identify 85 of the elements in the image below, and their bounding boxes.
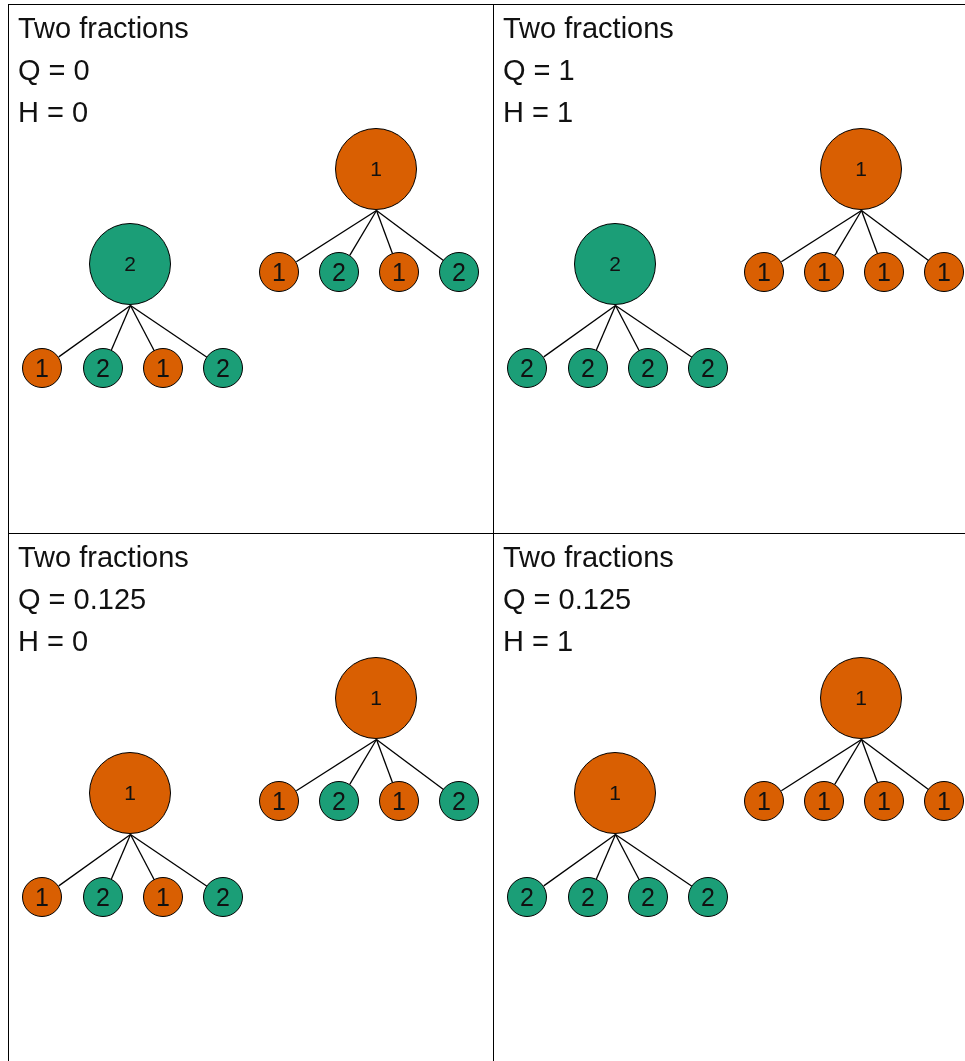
- tree-line: [860, 738, 879, 784]
- tree-line: [110, 833, 132, 880]
- child-circle: 1: [379, 252, 419, 292]
- tree-line: [595, 304, 617, 351]
- child-circle: 1: [22, 348, 62, 388]
- tree-line: [860, 209, 879, 255]
- child-circle: 1: [804, 252, 844, 292]
- panel-title: Two fractions: [503, 11, 674, 45]
- tree-line: [295, 209, 378, 263]
- parent-circle: 1: [820, 128, 902, 210]
- tree-line: [834, 738, 863, 785]
- child-circle: 2: [507, 877, 547, 917]
- child-circle: 1: [744, 252, 784, 292]
- tree-line: [614, 833, 640, 881]
- tree-line: [860, 209, 930, 262]
- child-circle: 2: [319, 252, 359, 292]
- tree-line: [110, 304, 132, 351]
- child-circle: 2: [628, 877, 668, 917]
- child-circle: 2: [83, 877, 123, 917]
- tree-line: [780, 738, 863, 792]
- tree-line: [58, 304, 132, 358]
- child-circle: 1: [744, 781, 784, 821]
- panel: [8, 4, 494, 534]
- tree-line: [375, 738, 394, 784]
- child-circle: 2: [319, 781, 359, 821]
- child-circle: 1: [143, 877, 183, 917]
- child-circle: 2: [688, 877, 728, 917]
- child-circle: 1: [259, 252, 299, 292]
- child-circle: 2: [439, 781, 479, 821]
- tree-line: [295, 738, 378, 792]
- child-circle: 1: [22, 877, 62, 917]
- tree-line: [129, 833, 208, 887]
- h-value-text: H = 0: [18, 95, 89, 129]
- child-circle: 1: [379, 781, 419, 821]
- parent-circle: 1: [820, 657, 902, 739]
- tree-line: [614, 833, 693, 887]
- child-circle: 1: [924, 781, 964, 821]
- child-circle: 2: [203, 348, 243, 388]
- h-value-text: H = 1: [503, 624, 574, 658]
- tree-line: [860, 738, 930, 791]
- tree-line: [129, 304, 155, 352]
- tree-line: [375, 738, 445, 791]
- panel-title: Two fractions: [18, 540, 189, 574]
- parent-circle: 1: [574, 752, 656, 834]
- tree-line: [614, 304, 640, 352]
- tree-line: [834, 209, 863, 256]
- child-circle: 2: [507, 348, 547, 388]
- child-circle: 2: [568, 877, 608, 917]
- tree-line: [543, 304, 617, 358]
- child-circle: 2: [628, 348, 668, 388]
- tree-line: [614, 304, 693, 358]
- tree-line: [129, 833, 155, 881]
- q-value-text: Q = 0.125: [503, 582, 632, 616]
- tree-line: [543, 833, 617, 887]
- q-value-text: Q = 0: [18, 53, 90, 87]
- child-circle: 2: [568, 348, 608, 388]
- panel-title: Two fractions: [503, 540, 674, 574]
- tree-line: [595, 833, 617, 880]
- tree-line: [129, 304, 208, 358]
- child-circle: 1: [143, 348, 183, 388]
- q-value-text: Q = 1: [503, 53, 575, 87]
- parent-circle: 1: [89, 752, 171, 834]
- q-value-text: Q = 0.125: [18, 582, 147, 616]
- parent-circle: 1: [335, 657, 417, 739]
- child-circle: 1: [804, 781, 844, 821]
- parent-circle: 2: [574, 223, 656, 305]
- child-circle: 2: [439, 252, 479, 292]
- child-circle: 2: [203, 877, 243, 917]
- tree-line: [375, 209, 445, 262]
- h-value-text: H = 1: [503, 95, 574, 129]
- parent-circle: 2: [89, 223, 171, 305]
- panel-title: Two fractions: [18, 11, 189, 45]
- child-circle: 1: [864, 252, 904, 292]
- tree-line: [349, 209, 378, 256]
- h-value-text: H = 0: [18, 624, 89, 658]
- tree-line: [780, 209, 863, 263]
- child-circle: 1: [259, 781, 299, 821]
- tree-line: [349, 738, 378, 785]
- child-circle: 1: [924, 252, 964, 292]
- tree-line: [58, 833, 132, 887]
- child-circle: 2: [688, 348, 728, 388]
- child-circle: 2: [83, 348, 123, 388]
- child-circle: 1: [864, 781, 904, 821]
- tree-line: [375, 209, 394, 255]
- parent-circle: 1: [335, 128, 417, 210]
